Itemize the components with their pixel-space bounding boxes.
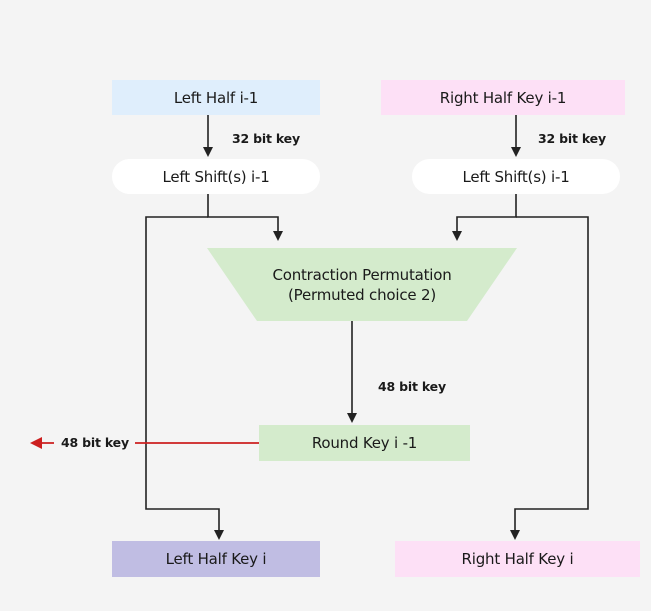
left-shift-left-label: Left Shift(s) i-1	[162, 167, 270, 186]
left-half-input-label: Left Half i-1	[173, 88, 259, 107]
contraction-permutation-shape	[207, 248, 517, 321]
edge-label-right-32bit: 32 bit key	[538, 131, 606, 146]
edge-right-shift-to-right-output	[510, 216, 589, 540]
contraction-permutation-box: Contraction Permutation (Permuted choice…	[207, 248, 517, 321]
edge-label-permutation-48bit: 48 bit key	[378, 379, 446, 394]
right-half-output-label: Right Half Key i	[461, 550, 574, 568]
edge-label-left-32bit: 32 bit key	[232, 131, 300, 146]
round-key-box: Round Key i -1	[259, 425, 470, 461]
left-shift-box-left: Left Shift(s) i-1	[112, 159, 320, 194]
round-key-label: Round Key i -1	[311, 434, 418, 452]
permutation-subtitle: (Permuted choice 2)	[288, 285, 436, 304]
left-half-input-box: Left Half i-1	[112, 80, 320, 115]
right-half-output-box: Right Half Key i	[395, 541, 640, 577]
edge-label-output-48bit: 48 bit key	[61, 435, 129, 450]
edge-left-shift-to-left-output	[145, 216, 224, 540]
edge-right-shift-to-permutation	[452, 194, 517, 241]
permutation-title: Contraction Permutation	[272, 265, 452, 284]
left-shift-right-label: Left Shift(s) i-1	[462, 167, 570, 186]
left-shift-box-right: Left Shift(s) i-1	[412, 159, 620, 194]
left-half-output-label: Left Half Key i	[165, 550, 267, 568]
right-half-input-label: Right Half Key i-1	[439, 88, 567, 107]
right-half-input-box: Right Half Key i-1	[381, 80, 625, 115]
left-half-output-box: Left Half Key i	[112, 541, 320, 577]
edge-left-shift-to-permutation	[207, 194, 283, 241]
